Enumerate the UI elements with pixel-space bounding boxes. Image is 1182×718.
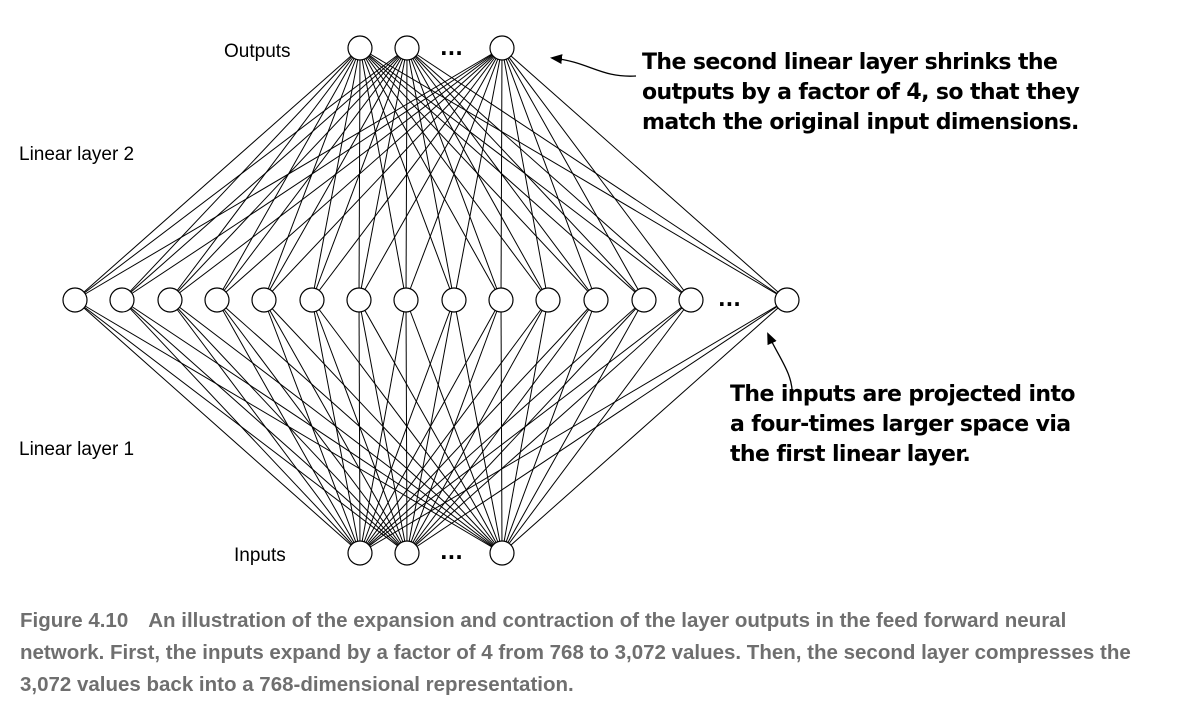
layer-2-connection: [359, 47, 549, 301]
top-callout-line-3: match the original input dimensions.: [642, 110, 1079, 135]
hidden-node: [299, 287, 325, 313]
connections: [74, 47, 788, 554]
hidden-node: [204, 287, 230, 313]
layer-1-connection: [501, 299, 788, 554]
layer-2-connection: [406, 47, 788, 301]
layer-1-connection: [359, 299, 549, 554]
layer-2-connection: [216, 47, 361, 301]
layer-1-connection: [359, 299, 455, 554]
layer-1-connection: [263, 299, 361, 554]
layer-1-connection: [358, 299, 361, 554]
nodes: [62, 35, 800, 566]
inputs-label: Inputs: [234, 545, 286, 566]
hidden-node: [535, 287, 561, 313]
layer-1-connection: [359, 299, 407, 554]
layer-1-connection: [74, 299, 361, 554]
layer-2-connection: [359, 47, 502, 301]
layer-1-connection: [169, 299, 361, 554]
layer-1-connection: [359, 299, 788, 554]
layer-1-connection: [121, 299, 361, 554]
hidden-node: [62, 287, 88, 313]
layer-2-connection: [359, 47, 597, 301]
layer-2-connection: [359, 47, 692, 301]
input-node: [394, 540, 420, 566]
hidden-node: [774, 287, 800, 313]
output-node: [489, 35, 515, 61]
inputs-ellipsis: ...: [440, 540, 463, 564]
input-node: [347, 540, 373, 566]
hidden-node: [251, 287, 277, 313]
layer-2-connection: [359, 47, 645, 301]
feed-forward-network-diagram: Outputs Inputs Linear layer 2 Linear lay…: [19, 35, 1080, 566]
hidden-node: [488, 287, 514, 313]
layer-1-connection: [359, 299, 597, 554]
layer-1-connection: [406, 299, 788, 554]
hidden-node: [631, 287, 657, 313]
top-callout-arrow: [550, 54, 637, 77]
input-node: [489, 540, 515, 566]
hidden-node: [441, 287, 467, 313]
output-node: [347, 35, 373, 61]
hidden-node: [678, 287, 704, 313]
hidden-node: [346, 287, 372, 313]
bottom-callout-arrow: [767, 332, 793, 397]
layer-2-connection: [406, 47, 692, 301]
caption-text: An illustration of the expansion and con…: [20, 609, 1131, 696]
bottom-callout-line-3: the first linear layer.: [730, 442, 970, 467]
layer-2-connection: [359, 47, 455, 301]
layer-2-connection: [121, 47, 361, 301]
top-callout-line-1: The second linear layer shrinks the: [642, 50, 1057, 75]
hidden-node: [583, 287, 609, 313]
bottom-callout-line-1: The inputs are projected into: [730, 382, 1075, 407]
hidden-node: [157, 287, 183, 313]
layer-2-connection: [501, 47, 788, 301]
layer-1-connection: [216, 299, 361, 554]
layer-1-connection: [359, 299, 502, 554]
layer-1-connection: [406, 299, 692, 554]
layer-2-connection: [263, 47, 361, 301]
layer-1-connection: [359, 299, 692, 554]
outputs-label: Outputs: [224, 41, 291, 62]
layer-1-connection: [311, 299, 361, 554]
layer-2-connection: [74, 47, 361, 301]
layer-2-connection: [359, 47, 407, 301]
layer-2-connection: [169, 47, 361, 301]
figure-number: Figure 4.10: [20, 609, 129, 632]
hidden-node: [109, 287, 135, 313]
bottom-callout-line-2: a four-times larger space via: [730, 412, 1071, 437]
layer-1-connection: [359, 299, 645, 554]
layer-2-connection: [311, 47, 361, 301]
linear-layer-1-label: Linear layer 1: [19, 439, 134, 460]
output-node: [394, 35, 420, 61]
layer-2-connection: [358, 47, 361, 301]
hidden-node: [393, 287, 419, 313]
top-callout-line-2: outputs by a factor of 4, so that they: [642, 80, 1079, 105]
layer-2-connection: [359, 47, 788, 301]
outputs-ellipsis: ...: [440, 36, 463, 60]
linear-layer-2-label: Linear layer 2: [19, 144, 134, 165]
hidden-ellipsis: ...: [718, 287, 741, 311]
